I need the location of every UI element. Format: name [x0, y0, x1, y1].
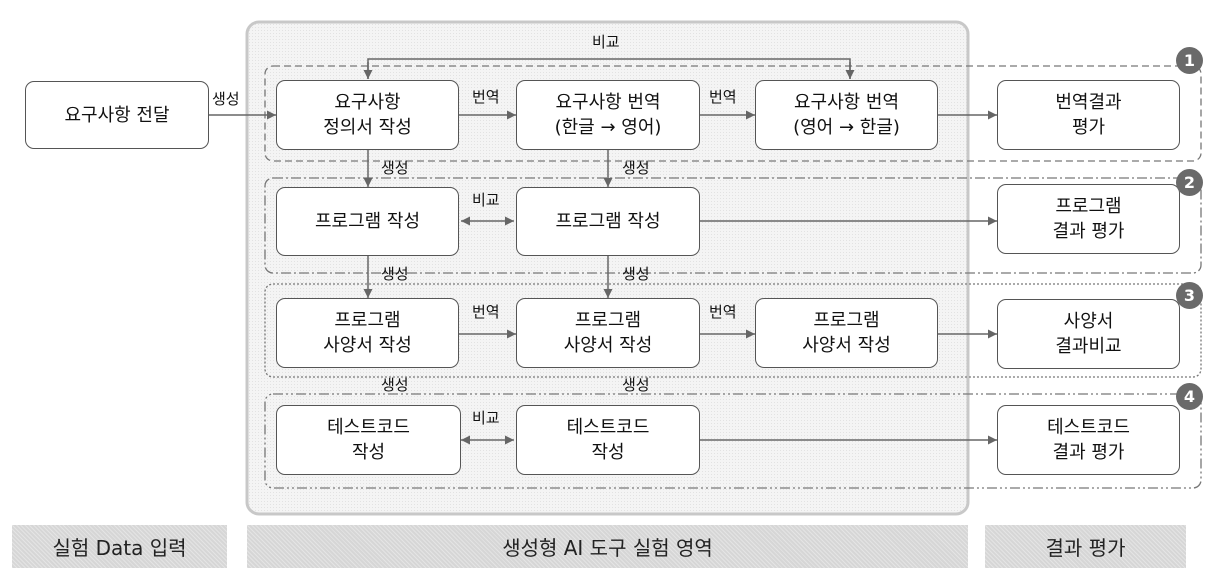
- box-line: 정의서 작성: [323, 117, 412, 138]
- group-4-outline: [264, 393, 1202, 489]
- edge-label-generate-v1a: 생성: [381, 159, 409, 177]
- edge-label-generate-v2a: 생성: [381, 265, 409, 283]
- edge-label-compare-r4: 비교: [472, 409, 500, 427]
- box-line: 프로그램: [574, 310, 642, 331]
- box-line: 테스트코드: [566, 417, 650, 438]
- edge-label-translate-r1a: 번역: [472, 88, 500, 106]
- requirements-delivery-label: 요구사항 전달: [64, 104, 170, 126]
- box-line: 테스트코드: [327, 417, 410, 438]
- footer-data-input: 실험 Data 입력: [12, 525, 227, 568]
- box-line: 작성: [351, 442, 386, 463]
- requirements-spec-box: 요구사항 정의서 작성: [276, 80, 459, 150]
- box-line: 프로그램 작성: [555, 211, 661, 232]
- edge-label-translate-r3b: 번역: [709, 303, 737, 321]
- badge-1: 1: [1176, 47, 1203, 74]
- box-line: 사양서 작성: [802, 335, 891, 356]
- testcode-result-box: 테스트코드 결과 평가: [997, 405, 1180, 475]
- box-line: 사양서 작성: [563, 335, 653, 356]
- group-1-outline: [264, 65, 1202, 162]
- box-line: 사양서 작성: [323, 335, 412, 356]
- program-result-box: 프로그램 결과 평가: [997, 184, 1180, 254]
- edge-label-generate-v3a: 생성: [381, 376, 409, 394]
- edge-label-generate-v1b: 생성: [622, 159, 650, 177]
- box-line: 요구사항 번역: [793, 92, 900, 113]
- edge-label-generate-v3b: 생성: [622, 376, 650, 394]
- edge-label-translate-r3a: 번역: [472, 303, 500, 321]
- box-line: 결과비교: [1055, 336, 1122, 357]
- edge-label-compare-top: 비교: [592, 33, 620, 51]
- box-line: 결과 평가: [1052, 221, 1125, 242]
- program-write-box-b: 프로그램 작성: [516, 187, 700, 256]
- box-line: 테스트코드: [1047, 417, 1130, 438]
- edge-label-translate-r1b: 번역: [709, 88, 737, 106]
- requirements-delivery-box: 요구사항 전달: [25, 81, 209, 149]
- box-line: (한글 → 영어): [554, 117, 662, 138]
- box-line: 프로그램 작성: [314, 211, 421, 232]
- translation-result-box: 번역결과 평가: [997, 80, 1180, 150]
- box-line: 번역결과: [1055, 92, 1122, 113]
- edge-label-generate-v2b: 생성: [622, 265, 650, 283]
- spec-write-box-b: 프로그램 사양서 작성: [516, 298, 700, 368]
- spec-write-box-a: 프로그램 사양서 작성: [276, 298, 459, 368]
- box-line: 프로그램: [813, 310, 880, 331]
- testcode-write-box-a: 테스트코드 작성: [276, 405, 461, 475]
- box-line: 작성: [591, 442, 625, 463]
- translate-en-ko-box: 요구사항 번역 (영어 → 한글): [755, 80, 938, 150]
- badge-3: 3: [1176, 282, 1203, 309]
- edge-label-compare-r2: 비교: [472, 191, 500, 209]
- box-line: 프로그램: [334, 310, 401, 331]
- box-line: (영어 → 한글): [793, 117, 900, 138]
- testcode-write-box-b: 테스트코드 작성: [516, 405, 700, 475]
- program-write-box-a: 프로그램 작성: [276, 187, 459, 256]
- edge-label-generate-input: 생성: [212, 90, 240, 108]
- box-line: 요구사항: [334, 92, 401, 113]
- footer-result-eval: 결과 평가: [985, 525, 1186, 568]
- spec-write-box-c: 프로그램 사양서 작성: [755, 298, 938, 368]
- footer-ai-tool-area: 생성형 AI 도구 실험 영역: [247, 525, 968, 568]
- spec-result-box: 사양서 결과비교: [997, 299, 1180, 369]
- box-line: 사양서: [1063, 311, 1114, 332]
- badge-4: 4: [1176, 383, 1203, 410]
- box-line: 요구사항 번역: [555, 92, 661, 113]
- group-2-outline: [264, 177, 1202, 274]
- box-line: 결과 평가: [1052, 442, 1125, 463]
- box-line: 프로그램: [1055, 196, 1122, 217]
- box-line: 평가: [1071, 117, 1106, 138]
- group-3-outline: [264, 283, 1202, 378]
- badge-2: 2: [1176, 169, 1203, 196]
- translate-ko-en-box: 요구사항 번역 (한글 → 영어): [516, 80, 700, 150]
